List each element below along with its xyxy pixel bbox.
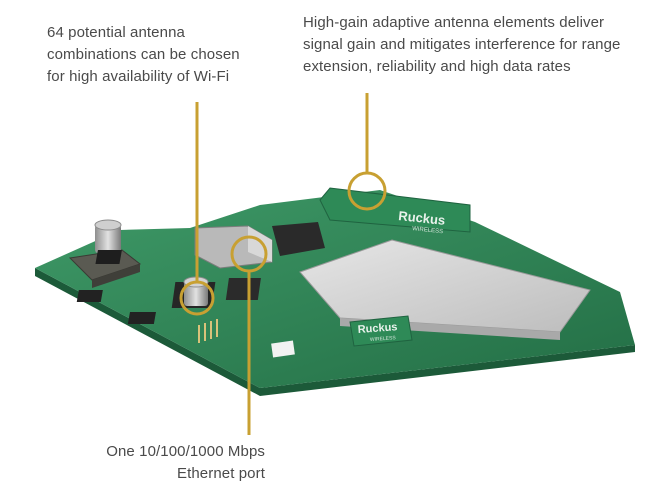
ic-chip — [225, 278, 261, 300]
power-jack — [272, 222, 325, 256]
pcb-edge — [35, 268, 635, 396]
caption-line: Ethernet port — [176, 465, 265, 482]
callout-circle-left — [179, 280, 215, 316]
caption-high-gain-antenna: High-gain adaptive antenna elements deli… — [303, 12, 643, 78]
ic-chip — [127, 312, 156, 324]
caption-antenna-combinations: 64 potential antenna combinations can be… — [47, 22, 267, 88]
ic-chip — [95, 250, 122, 264]
caption-line: for high availability of Wi-Fi — [47, 68, 230, 85]
qr-label — [271, 340, 295, 358]
caption-line: combinations can be chosen — [47, 46, 240, 63]
caption-line: One 10/100/1000 Mbps — [106, 443, 265, 460]
capacitor — [184, 282, 208, 306]
rf-shield — [299, 239, 591, 333]
antenna-element-board — [319, 187, 471, 233]
antenna-brand-label: Ruckus — [398, 208, 446, 228]
capacitor — [95, 225, 121, 253]
caption-line: 64 potential antenna — [47, 24, 185, 41]
caption-line: High-gain adaptive antenna elements deli… — [303, 14, 605, 31]
antenna-element-front — [349, 315, 413, 347]
caption-line: signal gain and mitigates interference f… — [303, 36, 621, 53]
shield-sub-label: WIRELESS — [370, 335, 397, 343]
header-pins — [198, 319, 218, 343]
shield-brand-label: Ruckus — [357, 321, 397, 336]
caption-line: extension, reliability and high data rat… — [303, 58, 571, 75]
callout-circle-right — [347, 171, 387, 211]
antenna-sub-label: WIRELESS — [412, 226, 443, 235]
ic-chip — [76, 290, 103, 302]
caption-ethernet-port: One 10/100/1000 Mbps Ethernet port — [90, 441, 265, 485]
